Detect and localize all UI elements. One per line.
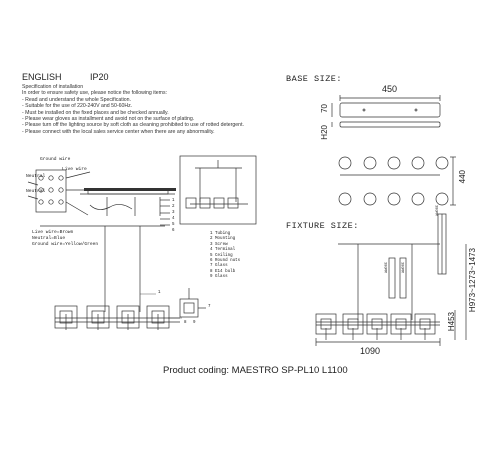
callout-number: 4 — [172, 217, 175, 221]
specification-block: Specification of installation In order t… — [22, 84, 282, 135]
part-item: 7 Glass — [210, 264, 228, 269]
spec-line: - Suitable for the use of 220-240V and 5… — [22, 103, 133, 110]
base-size-title: BASE SIZE: — [286, 74, 343, 84]
spec-line: - Read and understand the whole Specific… — [22, 96, 132, 103]
base-size-top-view — [331, 95, 441, 128]
ip-rating: IP20 — [90, 72, 109, 82]
fixture-shade-height-dim: H453 — [447, 312, 456, 332]
base-width-dim: 450 — [382, 84, 398, 94]
ground-wire-label: Ground wire — [40, 157, 71, 162]
callout-number: 8 — [184, 321, 187, 325]
fixture-size-title: FIXTURE SIZE: — [286, 221, 359, 231]
callout-number: 5 — [172, 223, 175, 227]
part-item: 8 E14 bulb — [210, 269, 236, 274]
live-wire-label: Live wire — [62, 167, 87, 172]
part-item: 2 Mounting — [210, 237, 236, 242]
parts-legend: 1 Tubing 2 Mounting 3 Screw 4 Terminal 5… — [210, 232, 240, 281]
spec-line: - Please wear gloves as installment and … — [22, 116, 195, 123]
part-item: 3 Screw — [210, 242, 228, 247]
rod-length-label: 300MM — [399, 262, 404, 273]
callout-number: 3 — [172, 211, 175, 215]
terminal-block-drawing — [27, 169, 91, 216]
neutral-label-1: Neutral — [26, 174, 46, 179]
glass-shades — [54, 305, 170, 330]
callout-number: 9 — [193, 321, 196, 325]
neutral-label-2: Neutral — [26, 189, 46, 194]
callout-number: 6 — [172, 229, 175, 233]
spec-line: - Please turn off the lighting source by… — [22, 122, 244, 129]
product-coding: Product coding: MAESTRO SP-PL10 L1100 — [163, 365, 348, 376]
fixture-width-dim: 1090 — [360, 346, 381, 356]
bulb-detail — [179, 288, 206, 318]
part-item: 6 Round nuts — [210, 259, 241, 264]
base-thickness-dim: H20 — [320, 125, 329, 140]
callout-number: 7 — [208, 305, 211, 309]
part-item: 9 Glass — [210, 275, 228, 280]
spec-title: Specification of installation — [22, 84, 84, 90]
mounting-plate — [84, 188, 176, 191]
spec-line: In order to ensure safety use, please no… — [22, 90, 168, 97]
spec-line: - Must be installed on the fixed places … — [22, 109, 169, 116]
rod-extension-detail — [388, 213, 447, 299]
suspension-rods — [55, 226, 180, 323]
live-brown-label: Live wire=Brown — [32, 230, 74, 235]
part-item: 5 Ceiling — [210, 253, 233, 258]
rod-length-label: 300MM — [433, 205, 438, 216]
base-size-bottom-view — [338, 156, 456, 206]
part-item: 4 Terminal — [210, 248, 236, 253]
callout-number: 2 — [172, 205, 175, 209]
callout-number: 1 — [158, 291, 161, 295]
ground-yg-label: Ground wire=Yellow/Green — [32, 242, 99, 247]
spec-line: - Please connect with the local sales se… — [22, 128, 215, 135]
fixture-total-height-dim: H973~1273~1473 — [468, 248, 477, 313]
base-depth-dim: 440 — [458, 170, 467, 184]
canopy-drawing — [40, 188, 175, 227]
language-label: ENGLISH — [22, 72, 62, 82]
neutral-blue-label: Neutral=Blue — [32, 236, 66, 241]
fixture-side-view — [315, 243, 467, 346]
base-height-dim: 70 — [320, 104, 329, 113]
callout-leaders — [140, 293, 182, 319]
rod-length-label: 300MM — [382, 262, 387, 273]
callout-number: 1 — [172, 199, 175, 203]
part-item: 1 Tubing — [210, 232, 231, 236]
detail-inset — [179, 155, 257, 225]
